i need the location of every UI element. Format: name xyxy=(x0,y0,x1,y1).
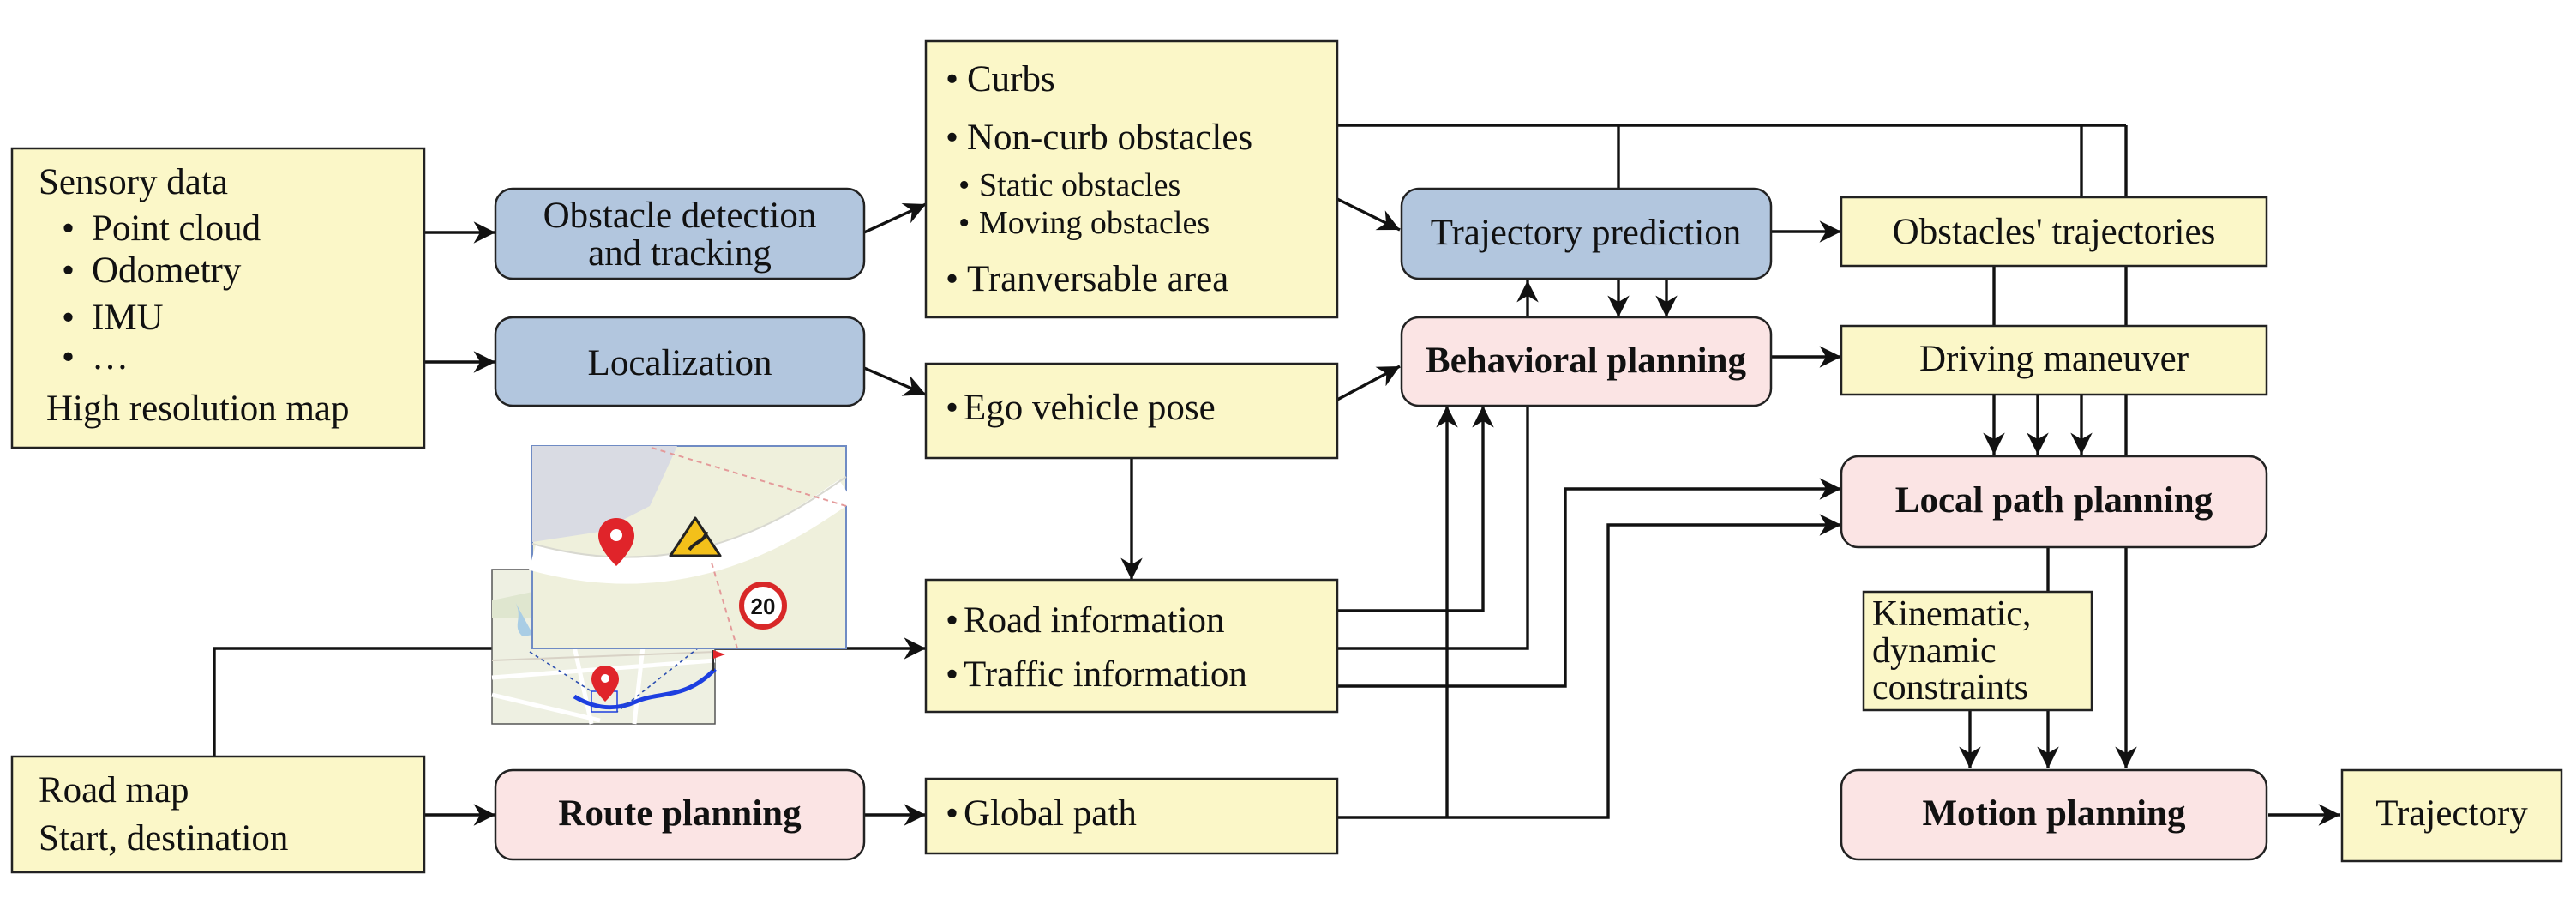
trajectory-prediction-box: Trajectory prediction xyxy=(1400,187,1773,280)
zoomed-map: 20 xyxy=(528,445,854,649)
obstacles-trajectories-label: Obstacles' trajectories xyxy=(1893,212,2216,252)
road-map-line1: Road map xyxy=(39,770,189,811)
bullet: • xyxy=(62,208,75,249)
localization-label: Localization xyxy=(588,343,772,383)
trajectory-box: Trajectory xyxy=(2340,768,2563,863)
map-thumbnail-large: 20 xyxy=(491,445,854,725)
constraints-line1: Kinematic, xyxy=(1872,594,2031,634)
local-path-planning-label: Local path planning xyxy=(1895,480,2213,521)
arrow-global-path-to-local xyxy=(1337,514,1841,819)
perception-non-curb: Non-curb obstacles xyxy=(967,118,1252,158)
constraints-line2: dynamic xyxy=(1872,631,1997,671)
bullet: • xyxy=(958,167,970,203)
sensory-data-box: Sensory data • Point cloud • Odometry • … xyxy=(10,147,426,449)
trajectory-label: Trajectory xyxy=(2375,793,2528,834)
local-path-planning-box: Local path planning xyxy=(1840,455,2268,549)
constraints-line3: constraints xyxy=(1872,668,2028,708)
obstacle-detection-box: Obstacle detection and tracking xyxy=(494,187,866,280)
bullet: • xyxy=(62,298,75,338)
bullet: • xyxy=(946,118,958,158)
perception-static: Static obstacles xyxy=(979,167,1180,203)
driving-maneuver-box: Driving maneuver xyxy=(1840,324,2268,396)
sensory-title: Sensory data xyxy=(39,162,228,202)
bullet: • xyxy=(62,250,75,291)
road-info-road: Road information xyxy=(964,600,1225,641)
trajectory-prediction-label: Trajectory prediction xyxy=(1431,213,1742,253)
bullet: • xyxy=(946,59,958,99)
road-map-line2: Start, destination xyxy=(39,818,288,859)
bullet: • xyxy=(946,388,958,428)
flag-icon xyxy=(712,650,725,671)
motion-planning-box: Motion planning xyxy=(1840,768,2268,861)
global-path-label: Global path xyxy=(964,793,1137,834)
driving-maneuver-label: Driving maneuver xyxy=(1919,339,2189,379)
perception-curbs: Curbs xyxy=(967,59,1055,99)
curve-warning-icon xyxy=(669,516,722,557)
constraints-box: Kinematic, dynamic constraints xyxy=(1862,590,2093,712)
arrow-traffic-to-local-path xyxy=(1337,478,1841,688)
road-info-box: • Road information • Traffic information xyxy=(924,578,1339,714)
connectors xyxy=(213,124,2340,826)
line-behavioral-to-road-info xyxy=(1337,406,1529,650)
motion-planning-label: Motion planning xyxy=(1922,793,2186,834)
route-planning-label: Route planning xyxy=(558,793,802,834)
map-pin-icon xyxy=(598,518,634,566)
arrow-detection-to-perception xyxy=(863,202,927,234)
sensory-item: Point cloud xyxy=(92,208,261,249)
route-planning-box: Route planning xyxy=(494,768,866,861)
bullet: • xyxy=(946,793,958,834)
road-info-traffic: Traffic information xyxy=(964,654,1247,695)
perception-moving: Moving obstacles xyxy=(979,205,1210,241)
bullet: • xyxy=(946,259,958,299)
bullet: • xyxy=(62,337,75,377)
ego-pose-label: Ego vehicle pose xyxy=(964,388,1216,428)
perception-output-box: • Curbs • Non-curb obstacles • Static ob… xyxy=(924,39,1339,319)
perception-traversable: Tranversable area xyxy=(967,259,1228,299)
localization-box: Localization xyxy=(494,316,866,407)
global-path-box: • Global path xyxy=(924,777,1339,855)
bullet: • xyxy=(946,654,958,695)
arrow-localization-to-ego xyxy=(863,366,927,396)
sensory-item: IMU xyxy=(92,298,164,338)
ego-pose-box: • Ego vehicle pose xyxy=(924,362,1339,460)
arrow-perception-to-prediction xyxy=(1336,197,1401,232)
speed-limit-icon: 20 xyxy=(739,582,787,630)
arrow-ego-to-behavioral xyxy=(1336,365,1401,401)
bullet: • xyxy=(946,600,958,641)
map-pin-icon xyxy=(591,666,619,702)
behavioral-planning-label: Behavioral planning xyxy=(1426,341,1746,381)
bullet: • xyxy=(958,205,970,241)
sensory-item: … xyxy=(92,337,129,377)
obstacle-detection-line2: and tracking xyxy=(588,233,772,274)
obstacles-trajectories-box: Obstacles' trajectories xyxy=(1840,196,2268,268)
speed-limit-value: 20 xyxy=(751,594,776,619)
obstacle-detection-line1: Obstacle detection xyxy=(543,196,817,236)
arrow-roadinfo-to-behavioral-a xyxy=(1337,406,1494,612)
road-map-box: Road map Start, destination xyxy=(10,755,426,874)
sensory-item: Odometry xyxy=(92,250,242,291)
sensory-footer: High resolution map xyxy=(46,389,350,429)
behavioral-planning-box: Behavioral planning xyxy=(1400,316,1773,407)
